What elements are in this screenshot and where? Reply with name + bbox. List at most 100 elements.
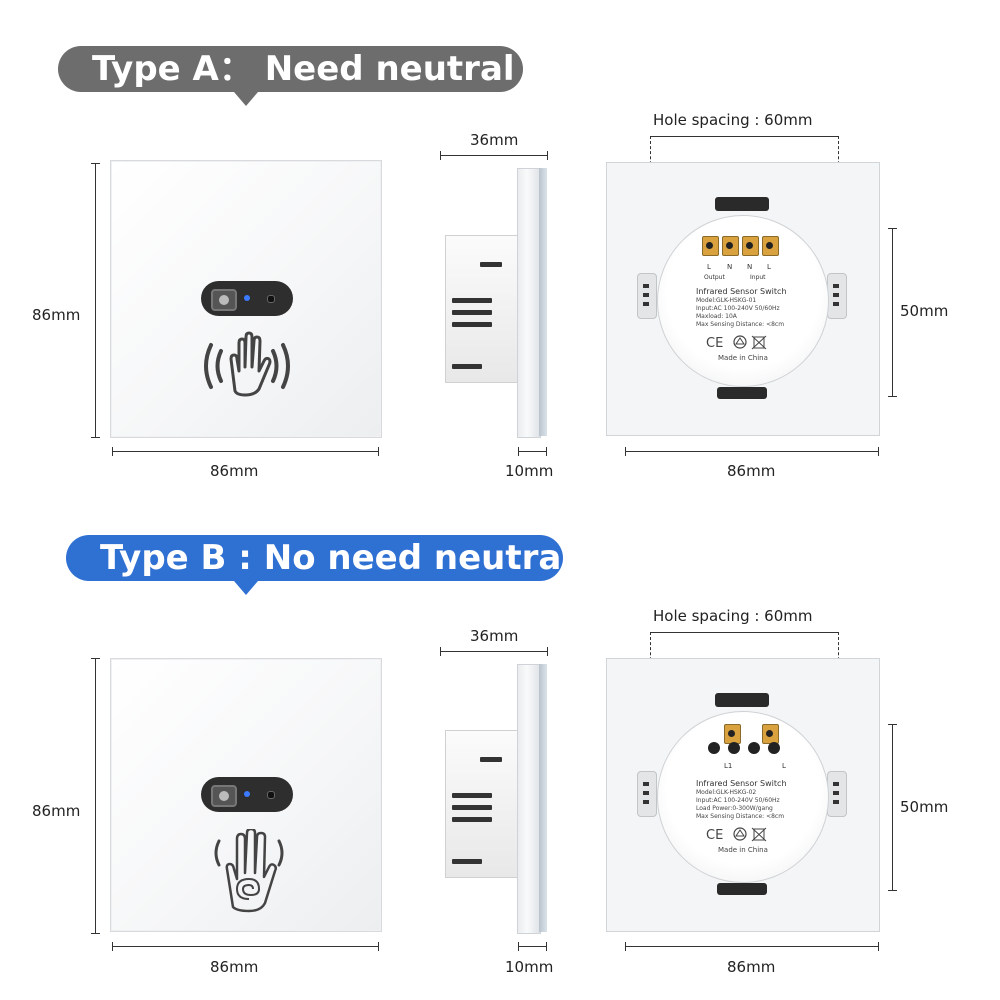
dimension-tick — [888, 724, 897, 725]
switch-front-panel — [110, 658, 382, 932]
ce-mark-icon: CE — [706, 827, 767, 842]
side-depth-label: 36mm — [470, 627, 519, 645]
width-dimension-line — [625, 946, 879, 947]
product-label-line: Model:GLK-HSKG-02 — [696, 789, 757, 796]
type-b-banner: Type B : No need neutral — [66, 535, 573, 595]
height-dimension-line — [95, 163, 96, 437]
product-label-line: Input:AC 100-240V 50/60Hz — [696, 305, 780, 312]
terminal-screw — [762, 236, 779, 256]
height-dimension-line — [892, 228, 893, 396]
switch-front-panel — [110, 160, 382, 438]
indicator-led — [244, 791, 250, 797]
svg-text:CE: CE — [706, 828, 723, 842]
terminal-label: L — [707, 263, 711, 271]
dimension-tick — [888, 890, 897, 891]
mounting-tab — [715, 197, 769, 211]
ir-receiver — [267, 295, 275, 303]
mounting-clip-left — [637, 771, 657, 817]
dimension-tick — [878, 942, 879, 951]
dimension-tick — [378, 942, 379, 951]
glass-edge — [539, 168, 547, 436]
front-height-label: 86mm — [32, 802, 81, 820]
terminal-label: L — [767, 263, 771, 271]
back-width-label: 86mm — [727, 958, 776, 976]
ir-receiver — [267, 791, 275, 799]
ce-mark-icon: CE — [706, 335, 767, 350]
dimension-tick — [91, 437, 100, 438]
terminal-hole — [748, 742, 760, 754]
vent-slot — [480, 757, 502, 762]
terminal-screw — [702, 236, 719, 256]
vent-slot — [452, 805, 492, 810]
dimension-tick — [91, 163, 100, 164]
side-depth-label: 36mm — [470, 131, 519, 149]
made-in-label: Made in China — [718, 846, 768, 854]
terminal-hole — [708, 742, 720, 754]
terminal-label: L — [782, 762, 786, 770]
product-label-line: Load Power:0-300W/gang — [696, 805, 773, 812]
back-width-label: 86mm — [727, 462, 776, 480]
product-label-title: Infrared Sensor Switch — [696, 287, 787, 296]
product-label: Infrared Sensor Switch Model:GLK-HSKG-01… — [696, 286, 787, 329]
hole-spacing-label: Hole spacing : 60mm — [653, 607, 813, 625]
terminal-screw — [724, 724, 741, 744]
dimension-tick — [518, 942, 519, 951]
type-a-banner: Type A： Need neutral — [58, 46, 523, 106]
dimension-tick — [546, 942, 547, 951]
dimension-tick — [625, 447, 626, 456]
terminal-hole — [768, 742, 780, 754]
hand-wave-icon — [204, 331, 290, 397]
side-thickness-label: 10mm — [505, 958, 554, 976]
product-label-line: Max Sensing Distance: <8cm — [696, 813, 785, 820]
vent-slot — [452, 793, 492, 798]
dimension-tick — [547, 647, 548, 656]
sensor-window — [201, 281, 293, 316]
dimension-tick — [112, 447, 113, 456]
dimension-tick — [878, 447, 879, 456]
switch-body — [445, 235, 519, 383]
dimension-tick — [518, 447, 519, 456]
dimension-tick — [440, 151, 441, 160]
depth-dimension-line — [440, 651, 548, 652]
mounting-tab — [717, 883, 767, 895]
dimension-tick — [547, 151, 548, 160]
made-in-label: Made in China — [718, 354, 768, 362]
switch-body — [445, 730, 519, 878]
type-a-banner-text: Type A： Need neutral — [92, 49, 515, 89]
switch-back-plate: L1 L Infrared Sensor Switch Model:GLK-HS… — [606, 658, 880, 932]
product-label-title: Infrared Sensor Switch — [696, 779, 787, 788]
product-label: Infrared Sensor Switch Model:GLK-HSKG-02… — [696, 778, 787, 821]
back-housing: L1 L Infrared Sensor Switch Model:GLK-HS… — [657, 711, 829, 883]
vent-slot — [452, 310, 492, 315]
back-height-label: 50mm — [900, 302, 949, 320]
vent-slot — [452, 817, 492, 822]
front-width-label: 86mm — [210, 958, 259, 976]
dimension-tick — [888, 396, 897, 397]
type-b-banner-text: Type B : No need neutral — [100, 538, 573, 578]
mounting-clip-left — [637, 273, 657, 319]
height-dimension-line — [892, 724, 893, 890]
vent-slot — [480, 262, 502, 267]
vent-slot — [452, 322, 492, 327]
front-width-label: 86mm — [210, 462, 259, 480]
product-label-line: Model:GLK-HSKG-01 — [696, 297, 757, 304]
dimension-tick — [378, 447, 379, 456]
sensor-lens — [211, 785, 237, 807]
indicator-led — [244, 295, 250, 301]
banner-pointer — [234, 581, 258, 595]
back-housing: L N N L Output Input Infrared Sensor Swi… — [657, 215, 829, 387]
mounting-tab — [715, 693, 769, 707]
dimension-tick — [546, 447, 547, 456]
width-dimension-line — [112, 946, 378, 947]
switch-back-plate: L N N L Output Input Infrared Sensor Swi… — [606, 162, 880, 436]
width-dimension-line — [625, 451, 879, 452]
thickness-dimension-line — [518, 946, 546, 947]
vent-slot — [452, 859, 482, 864]
front-plate-edge — [517, 168, 541, 438]
terminal-label: L1 — [724, 762, 733, 770]
front-height-label: 86mm — [32, 306, 81, 324]
hole-spacing-line — [650, 632, 838, 633]
terminal-label: N — [747, 263, 753, 271]
terminal-hole — [728, 742, 740, 754]
thickness-dimension-line — [518, 451, 546, 452]
